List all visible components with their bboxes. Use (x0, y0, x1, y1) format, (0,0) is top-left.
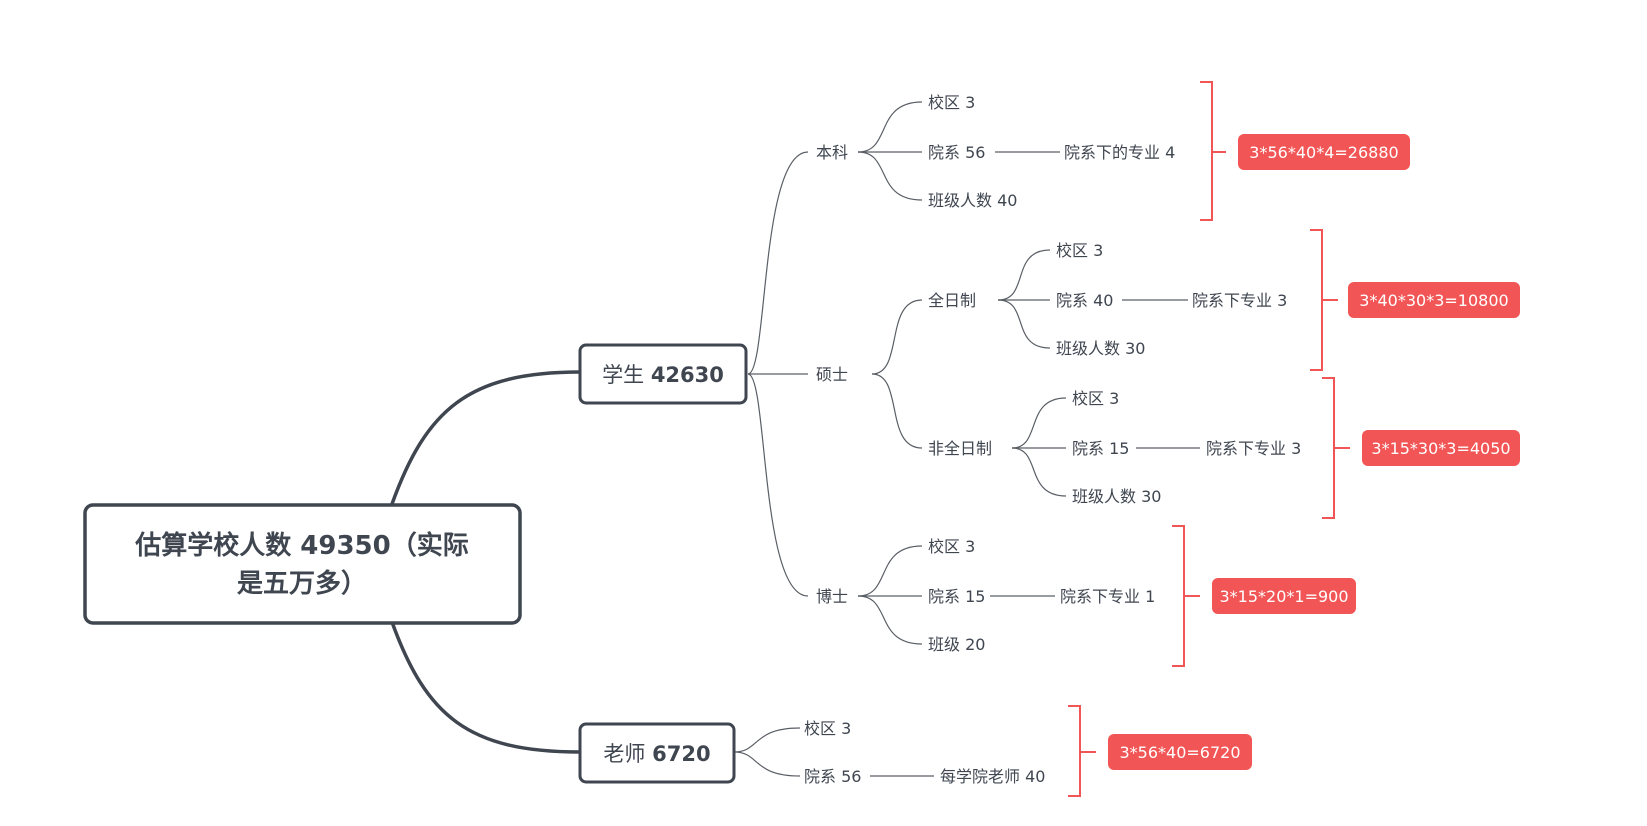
connector-root-students (390, 370, 581, 505)
formula-fulltime-bg (1348, 282, 1520, 318)
formula-parttime-bg (1362, 430, 1520, 466)
students-box (578, 343, 748, 405)
formula-teachers[interactable]: 3*56*40=6720 (1108, 734, 1252, 770)
connector-fulltime-campus (997, 249, 1051, 301)
formula-phd[interactable]: 3*15*20*1=900 (1212, 578, 1356, 614)
fulltime-class[interactable]: 班级人数 30 (1056, 339, 1145, 358)
undergrad-majors[interactable]: 院系下的专业 4 (1064, 143, 1175, 162)
bracket-parttime (1322, 377, 1350, 519)
parttime-dept[interactable]: 院系 15 (1072, 439, 1129, 458)
teachers-title: 老师 6720 (603, 742, 710, 766)
formula-parttime-text: 3*15*30*3=4050 (1371, 439, 1510, 458)
formula-undergrad-bg (1238, 134, 1410, 170)
connector-phd-class (857, 595, 923, 645)
connector-parttime-campus (1011, 397, 1067, 449)
phd-label[interactable]: 博士 (816, 587, 848, 606)
fulltime-label[interactable]: 全日制 (928, 291, 976, 310)
students-title: 学生 42630 (602, 363, 724, 387)
formula-phd-bg (1212, 578, 1356, 614)
root-node[interactable]: 估算学校人数 49350（实际 是五万多） (83, 503, 522, 625)
formula-fulltime[interactable]: 3*40*30*3=10800 (1348, 282, 1520, 318)
teachers-node[interactable]: 老师 6720 (578, 722, 736, 784)
root-box (83, 503, 522, 625)
phd-campus[interactable]: 校区 3 (928, 537, 975, 556)
students-count: 42630 (651, 363, 724, 387)
parttime-majors[interactable]: 院系下专业 3 (1206, 439, 1301, 458)
connector-undergrad-campus (857, 101, 923, 153)
undergrad-dept[interactable]: 院系 56 (928, 143, 985, 162)
formula-fulltime-text: 3*40*30*3=10800 (1359, 291, 1508, 310)
teachers-dept[interactable]: 院系 56 (804, 767, 861, 786)
bracket-fulltime (1310, 229, 1338, 371)
students-node[interactable]: 学生 42630 (578, 343, 748, 405)
students-label: 学生 (602, 363, 644, 387)
phd-majors[interactable]: 院系下专业 1 (1060, 587, 1155, 606)
connector-fulltime-class (997, 299, 1051, 349)
phd-class[interactable]: 班级 20 (928, 635, 985, 654)
phd-dept[interactable]: 院系 15 (928, 587, 985, 606)
teachers-count: 6720 (652, 742, 710, 766)
formula-phd-text: 3*15*20*1=900 (1219, 587, 1348, 606)
root-title-line1: 估算学校人数 49350（实际 (134, 530, 469, 561)
brackets (1068, 81, 1350, 797)
parttime-label[interactable]: 非全日制 (928, 439, 992, 458)
connector-undergrad-class (857, 151, 923, 201)
master-label[interactable]: 硕士 (816, 365, 848, 384)
bracket-phd (1172, 525, 1200, 667)
connector-parttime-class (1011, 447, 1067, 497)
teachers-box (578, 722, 736, 784)
undergrad-label[interactable]: 本科 (816, 143, 848, 162)
connector-students-phd (747, 373, 809, 597)
teachers-per-dept[interactable]: 每学院老师 40 (940, 767, 1045, 786)
formula-teachers-text: 3*56*40=6720 (1119, 743, 1240, 762)
teachers-campus[interactable]: 校区 3 (804, 719, 851, 738)
connector-root-teachers (390, 621, 581, 754)
formula-parttime[interactable]: 3*15*30*3=4050 (1362, 430, 1520, 466)
undergrad-class[interactable]: 班级人数 40 (928, 191, 1017, 210)
teachers-label: 老师 (603, 742, 645, 766)
connector-master-parttime (871, 373, 923, 449)
connector-teachers-dept (733, 751, 801, 777)
parttime-class[interactable]: 班级人数 30 (1072, 487, 1161, 506)
connector-master-fulltime (871, 299, 923, 375)
formula-undergrad[interactable]: 3*56*40*4=26880 (1238, 134, 1410, 170)
connector-phd-campus (857, 545, 923, 597)
fulltime-majors[interactable]: 院系下专业 3 (1192, 291, 1287, 310)
formula-teachers-bg (1108, 734, 1252, 770)
connector-teachers-campus (733, 727, 801, 753)
undergrad-campus[interactable]: 校区 3 (928, 93, 975, 112)
root-title-line2: 是五万多） (237, 569, 367, 599)
connector-students-undergrad (747, 151, 809, 375)
bracket-undergrad (1200, 81, 1226, 221)
fulltime-dept[interactable]: 院系 40 (1056, 291, 1113, 310)
parttime-campus[interactable]: 校区 3 (1072, 389, 1119, 408)
formula-undergrad-text: 3*56*40*4=26880 (1249, 143, 1398, 162)
fulltime-campus[interactable]: 校区 3 (1056, 241, 1103, 260)
bracket-teachers (1068, 705, 1096, 797)
